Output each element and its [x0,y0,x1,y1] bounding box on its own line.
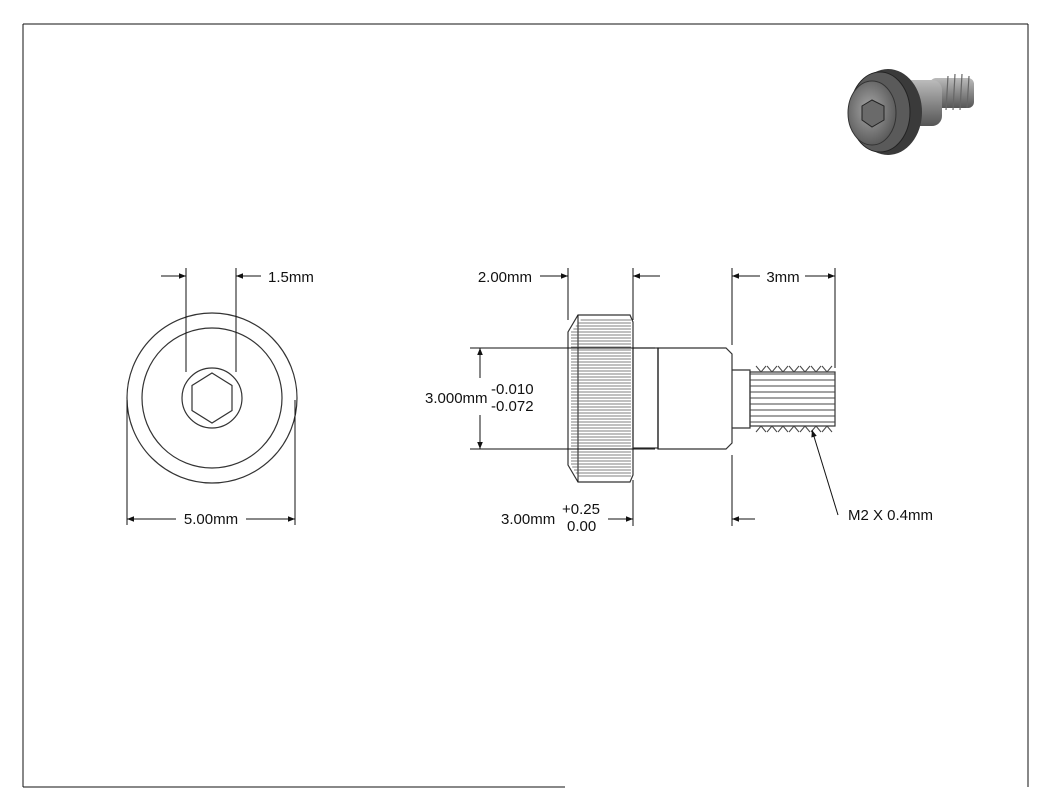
thread-length-dimension: 3mm [731,268,836,368]
hex-dimension: 1.5mm [161,268,314,372]
thread-length-label: 3mm [766,269,799,286]
head-height-dimension: 2.00mm [478,268,660,320]
sheet-border [22,23,1029,788]
thread-callout: M2 X 0.4mm [811,429,933,524]
shoulder-length-tol-upper: +0.25 [562,501,600,518]
thread-callout-label: M2 X 0.4mm [848,507,933,524]
shoulder-length-tol-lower: 0.00 [567,518,596,535]
head-diameter-label: 5.00mm [184,511,238,528]
shoulder-screw-isometric-icon [847,69,974,155]
shoulder-diameter-dimension: 3.000mm -0.010 -0.072 [425,347,655,450]
hex-size-label: 1.5mm [268,269,314,286]
head-diameter-dimension: 5.00mm [126,400,296,528]
front-view [126,312,298,484]
shoulder-diameter-tol-upper: -0.010 [491,381,534,398]
shoulder-diameter-label: 3.000mm [425,390,488,407]
side-view [567,314,836,483]
shoulder-diameter-tol-lower: -0.072 [491,398,534,415]
head-height-label: 2.00mm [478,269,532,286]
shoulder-length-label: 3.00mm [501,511,555,528]
shoulder-length-dimension: 3.00mm +0.25 0.00 [501,455,755,535]
